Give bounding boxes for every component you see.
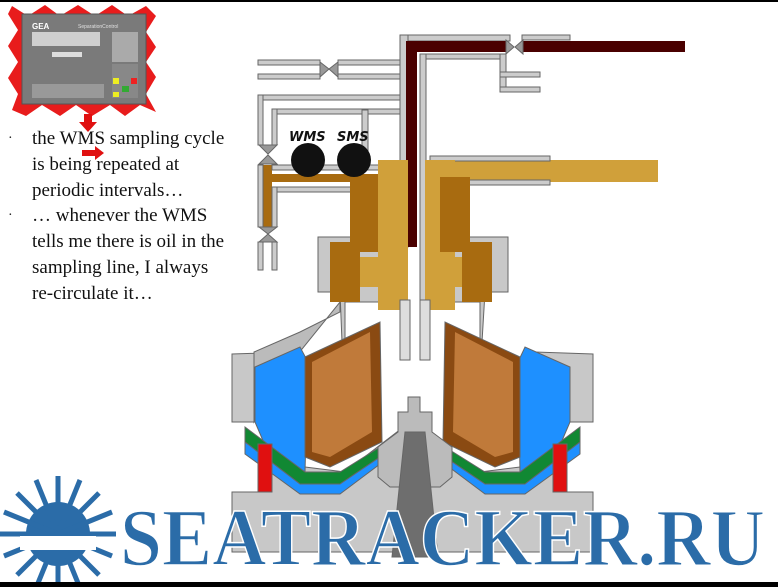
sms-sensor	[337, 143, 371, 177]
watermark-logo: SEATRACKER.RU	[0, 476, 766, 583]
wms-sensor	[291, 143, 325, 177]
pipework	[257, 34, 685, 345]
sensors: WMS SMS	[289, 130, 371, 177]
control-panel-image: GEA SeparationControl	[8, 5, 156, 116]
panel-model: SeparationControl	[78, 24, 118, 30]
separator-bowl	[231, 160, 594, 558]
sms-label: SMS	[337, 130, 369, 145]
watermark-text: SEATRACKER.RU	[120, 492, 765, 583]
bullet-dot: ·	[8, 208, 13, 224]
bullet-text: the WMS sampling cycle is being repeated…	[32, 128, 225, 201]
bullet-dot: ·	[8, 131, 13, 146]
wms-label: WMS	[289, 130, 326, 145]
notes-text: · the WMS sampling cycle is being repeat…	[8, 126, 228, 307]
bullet-item: · … whenever the WMS tells me there is o…	[8, 203, 228, 306]
panel-brand: GEA	[32, 22, 50, 31]
bullet-text: … whenever the WMS tells me there is oil…	[32, 205, 225, 304]
red-arrows	[79, 114, 104, 160]
bullet-item: · the WMS sampling cycle is being repeat…	[8, 126, 228, 203]
